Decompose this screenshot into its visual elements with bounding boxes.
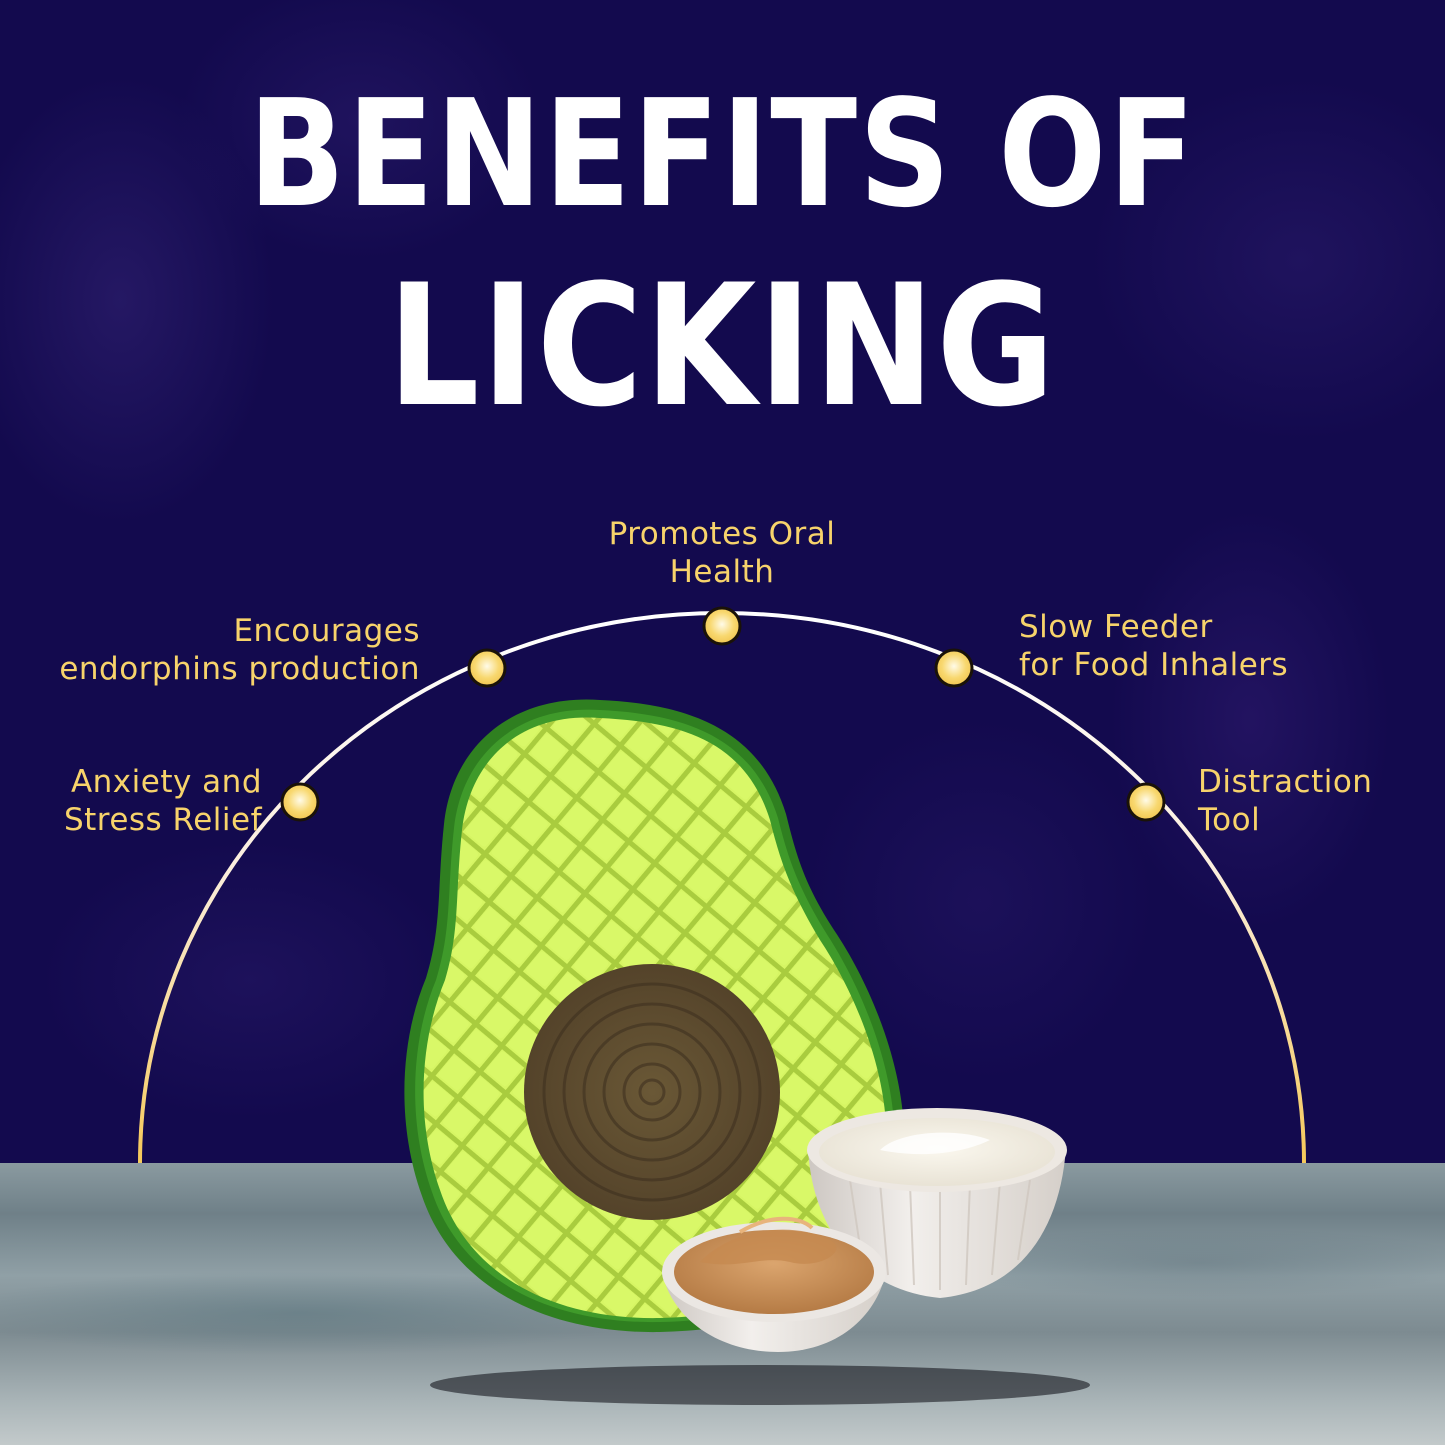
benefit-line: for Food Inhalers [1019, 647, 1289, 683]
dot-slow-feeder [934, 648, 974, 688]
benefit-line: Promotes Oral [608, 516, 836, 552]
peanut-butter-bowl-icon [662, 1216, 886, 1352]
benefit-line: Tool [1198, 802, 1261, 838]
dot-endorphins [467, 648, 507, 688]
benefit-label-anxiety: Anxiety and Stress Relief [64, 763, 262, 839]
benefit-dots [280, 606, 1166, 822]
benefit-label-endorphins: Encourages endorphins production [59, 612, 420, 688]
benefit-line: Distraction [1198, 764, 1373, 800]
title-text-1: BENEFITS OF [248, 68, 1197, 240]
benefit-line: Slow Feeder [1019, 609, 1213, 645]
benefit-line: Health [669, 554, 775, 590]
benefit-line: Encourages [233, 613, 420, 649]
benefit-label-slow-feeder: Slow Feeder for Food Inhalers [1019, 608, 1288, 684]
page-title-line-2: LICKING [0, 262, 1445, 430]
avocado-lick-mat-icon [404, 699, 905, 1333]
benefit-label-distraction: Distraction Tool [1198, 763, 1372, 839]
dot-oral-health [702, 606, 742, 646]
page-title-line-1: BENEFITS OF [0, 80, 1445, 228]
benefit-line: Stress Relief [63, 802, 262, 838]
title-text-2: LICKING [387, 248, 1058, 444]
dot-distraction [1126, 782, 1166, 822]
benefit-line: Anxiety and [70, 764, 262, 800]
benefit-label-oral-health: Promotes Oral Health [572, 515, 872, 591]
benefit-line: endorphins production [59, 651, 420, 687]
dot-anxiety [280, 782, 320, 822]
